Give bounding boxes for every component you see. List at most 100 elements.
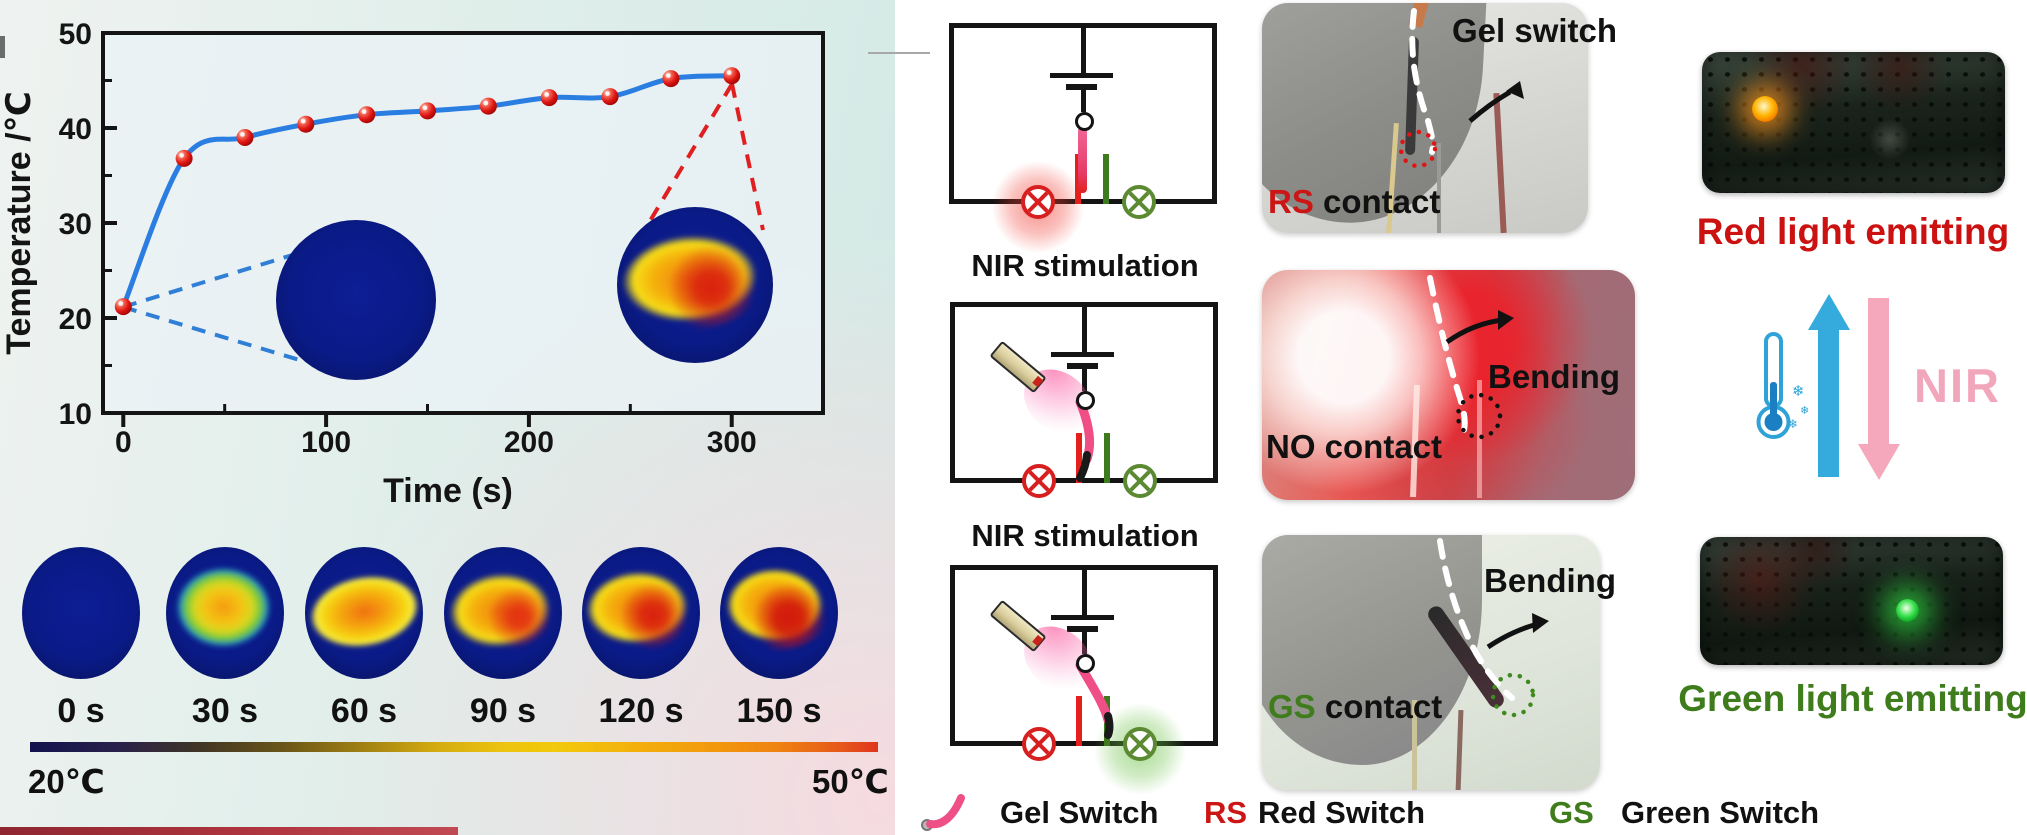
thermal-time-label: 60 s — [330, 692, 398, 730]
thermal-blob — [582, 567, 697, 654]
green-switch-post — [1103, 154, 1109, 204]
data-point-marker — [358, 106, 376, 124]
marker-highlight — [726, 70, 732, 76]
green-switch-post — [1104, 433, 1110, 483]
thermal-image-0s — [22, 547, 140, 679]
circuit-diagram-red-on — [949, 23, 1217, 255]
inset-callout-line — [730, 83, 765, 231]
gs-abbr: GS — [1268, 688, 1316, 725]
data-point-marker — [601, 88, 619, 106]
red-lamp-icon — [1021, 185, 1055, 219]
pivot-joint-icon — [1076, 391, 1095, 410]
legend-gel-switch-label: Gel Switch — [1000, 795, 1159, 830]
photo-no-contact — [1262, 270, 1635, 500]
photo1-caption: RS contact — [1268, 183, 1440, 221]
pivot-joint-icon — [1076, 654, 1095, 673]
battery-wire — [1081, 28, 1086, 73]
photo1-title: Gel switch — [1452, 12, 1618, 49]
thermal-time-label: 90 s — [469, 692, 537, 730]
red-lamp-icon — [1022, 464, 1056, 498]
battery-wire — [1082, 307, 1087, 352]
photo-gs-contact — [1262, 535, 1600, 790]
data-point-marker — [662, 70, 680, 88]
battery-long-plate-icon — [1050, 73, 1113, 78]
circuit-caption: NIR stimulation — [971, 518, 1199, 553]
y-tick-label: 10 — [59, 398, 92, 431]
y-tick-label: 40 — [59, 113, 92, 146]
battery-wire — [1082, 369, 1087, 391]
thermal-time-label: 120 s — [598, 692, 684, 730]
panel-label-fragment — [0, 36, 5, 58]
marker-highlight — [666, 73, 671, 78]
thermal-blob — [445, 568, 559, 656]
legend-rs-abbr: RS — [1204, 795, 1248, 830]
cropped-next-row-strip — [0, 827, 458, 835]
nir-label: NIR — [1914, 359, 2001, 412]
inset-callout-line — [122, 305, 304, 363]
circuit-diagram-green-on — [950, 565, 1218, 797]
marker-highlight — [422, 105, 428, 111]
nir-down-arrowhead — [1858, 444, 1900, 480]
gel-switch-bent-contact — [1075, 662, 1114, 739]
thermal-image-120s — [582, 547, 700, 679]
wire — [1412, 700, 1417, 790]
svg-text:❄: ❄ — [1788, 417, 1798, 431]
circuit-diagram-no-contact — [950, 302, 1218, 498]
marker-highlight — [118, 301, 124, 306]
wire — [1437, 143, 1441, 233]
y-tick-label: 20 — [59, 303, 92, 336]
red-lamp-icon — [1022, 727, 1056, 761]
rs-abbr: RS — [1268, 183, 1314, 220]
wire — [1477, 380, 1482, 498]
battery-wire — [1082, 632, 1087, 654]
breadboard-photo-red-led — [1702, 52, 2005, 193]
battery-wire — [1082, 570, 1087, 615]
red-led-glow — [1752, 96, 1778, 122]
x-tick-label: 100 — [301, 426, 351, 459]
pivot-joint-icon — [1075, 112, 1094, 131]
thermal-time-label: 150 s — [736, 692, 822, 730]
thermal-image-150s — [720, 547, 838, 679]
data-point-marker — [419, 102, 437, 120]
data-point-marker — [175, 149, 193, 167]
thermal-blob — [725, 568, 833, 650]
thermometer-cold-icon: ❄ ❄ ❄ — [1756, 332, 1809, 439]
data-point-marker — [479, 97, 497, 115]
photo2-caption: NO contact — [1266, 428, 1443, 465]
marker-highlight — [483, 100, 489, 106]
inset-callout-line — [122, 251, 300, 309]
temperature-up-arrow — [1818, 328, 1839, 477]
nir-laser-icon — [989, 599, 1047, 653]
battery-long-plate-icon — [1051, 615, 1114, 620]
legend-rs-label: Red Switch — [1258, 795, 1426, 830]
temperature-up-arrowhead — [1808, 294, 1850, 330]
x-tick-label: 0 — [115, 426, 132, 459]
battery-wire — [1081, 90, 1086, 112]
gel-switch-legend-icon — [921, 794, 965, 831]
data-point-marker — [723, 67, 741, 85]
colorbar-max-label: 50℃ — [812, 763, 889, 800]
svg-text:❄: ❄ — [1800, 405, 1809, 417]
x-tick-label: 300 — [707, 426, 757, 459]
thermal-blob — [305, 566, 423, 657]
marker-highlight — [361, 109, 367, 114]
thermal-time-label: 0 s — [57, 692, 105, 730]
battery-short-plate-icon — [1066, 84, 1097, 90]
legend-gs-label: Green Switch — [1621, 795, 1820, 830]
battery-short-plate-icon — [1067, 363, 1098, 369]
temperature-colorbar — [30, 742, 878, 752]
gel-switch-straight — [1078, 127, 1087, 193]
nir-down-arrow — [1868, 298, 1889, 446]
marker-highlight — [179, 153, 184, 158]
colorbar-min-label: 20℃ — [28, 763, 105, 800]
data-point-marker — [540, 89, 558, 107]
breadboard-photo-green-led — [1700, 537, 2003, 665]
temperature-curve — [120, 73, 735, 310]
red-switch-post — [1076, 433, 1082, 483]
green-lamp-icon — [1123, 727, 1157, 761]
photo3-caption: GS contact — [1268, 688, 1442, 726]
gel-switch-bent — [1075, 399, 1095, 482]
green-led-glow — [1896, 599, 1919, 622]
